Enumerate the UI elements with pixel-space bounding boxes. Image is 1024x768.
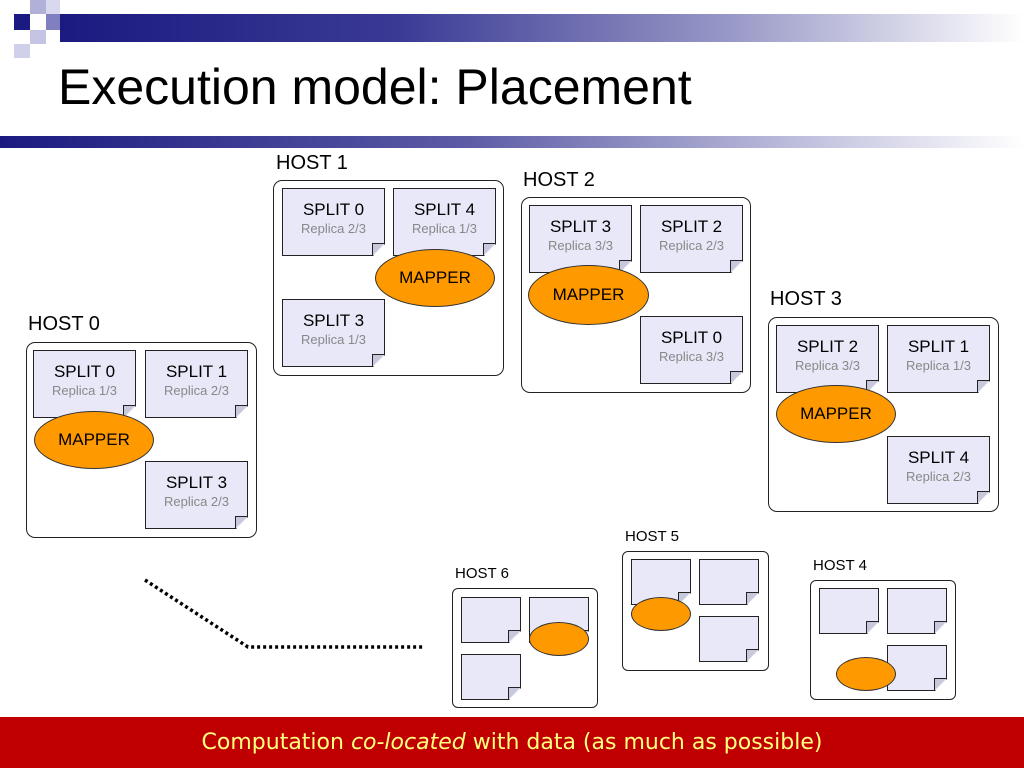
split-replica: Replica 2/3 <box>163 494 230 509</box>
host-6-split-c <box>461 654 521 700</box>
logo-square <box>0 0 14 14</box>
host-5-split-c <box>699 616 759 662</box>
logo-square <box>46 14 60 30</box>
host-1-mapper: MAPPER <box>375 249 495 307</box>
split-replica: Replica 3/3 <box>794 358 861 373</box>
split-name: SPLIT 3 <box>549 217 612 236</box>
footer-suffix: with data (as much as possible) <box>465 730 823 755</box>
split-replica: Replica 2/3 <box>163 383 230 398</box>
host-5-label: HOST 5 <box>625 528 679 545</box>
logo-square <box>14 44 30 58</box>
host-0-mapper: MAPPER <box>34 411 154 469</box>
split-name: SPLIT 4 <box>413 200 476 219</box>
header-gradient-bar <box>60 14 1024 42</box>
slide-title: Execution model: Placement <box>58 59 692 115</box>
host-4-mapper <box>836 657 896 691</box>
logo-square <box>46 0 60 14</box>
host-4-split-b <box>887 588 947 634</box>
host-1-split-b: SPLIT 4 Replica 1/3 <box>393 188 496 256</box>
host-0-split-b: SPLIT 1 Replica 2/3 <box>145 350 248 418</box>
split-replica: Replica 2/3 <box>905 469 972 484</box>
split-replica: Replica 2/3 <box>300 221 367 236</box>
split-name: SPLIT 2 <box>796 337 859 356</box>
split-replica: Replica 1/3 <box>411 221 478 236</box>
host-2-label: HOST 2 <box>523 169 595 191</box>
host-6-mapper <box>529 622 589 656</box>
host-2-mapper: MAPPER <box>528 265 649 325</box>
title-underline <box>0 136 1024 148</box>
host-1-split-c: SPLIT 3 Replica 1/3 <box>282 299 385 367</box>
host-5-mapper <box>631 597 691 631</box>
host-4-split-c <box>887 645 947 691</box>
host-6-label: HOST 6 <box>455 565 509 582</box>
split-name: SPLIT 0 <box>302 200 365 219</box>
logo-square <box>14 14 30 30</box>
split-name: SPLIT 4 <box>907 448 970 467</box>
host-3-mapper: MAPPER <box>776 385 896 443</box>
split-replica: Replica 1/3 <box>300 332 367 347</box>
split-replica: Replica 2/3 <box>658 238 725 253</box>
split-name: SPLIT 1 <box>907 337 970 356</box>
split-name: SPLIT 2 <box>660 217 723 236</box>
split-name: SPLIT 0 <box>53 362 116 381</box>
footer-prefix: Computation <box>201 730 351 755</box>
footer-emphasis: co-located <box>350 730 466 755</box>
split-replica: Replica 1/3 <box>905 358 972 373</box>
host-0-split-a: SPLIT 0 Replica 1/3 <box>33 350 136 418</box>
host-0-split-c: SPLIT 3 Replica 2/3 <box>145 461 248 529</box>
host-4-label: HOST 4 <box>813 557 867 574</box>
split-replica: Replica 1/3 <box>51 383 118 398</box>
logo-square <box>30 30 46 44</box>
host-3-label: HOST 3 <box>770 288 842 310</box>
host-6-split-a <box>461 597 521 643</box>
split-name: SPLIT 0 <box>660 328 723 347</box>
host-2-split-a: SPLIT 3 Replica 3/3 <box>529 205 632 273</box>
split-name: SPLIT 3 <box>165 473 228 492</box>
host-1-label: HOST 1 <box>276 152 348 174</box>
split-name: SPLIT 3 <box>302 311 365 330</box>
host-5-split-b <box>699 559 759 605</box>
footer-banner: Computation co-located with data (as muc… <box>0 717 1024 768</box>
host-3-split-a: SPLIT 2 Replica 3/3 <box>776 325 879 393</box>
host-0-label: HOST 0 <box>28 313 100 335</box>
split-name: SPLIT 1 <box>165 362 228 381</box>
split-replica: Replica 3/3 <box>547 238 614 253</box>
host-3-split-c: SPLIT 4 Replica 2/3 <box>887 436 990 504</box>
host-3-split-b: SPLIT 1 Replica 1/3 <box>887 325 990 393</box>
split-replica: Replica 3/3 <box>658 349 725 364</box>
host-2-split-b: SPLIT 2 Replica 2/3 <box>640 205 743 273</box>
logo-square <box>30 0 46 14</box>
host-1-split-a: SPLIT 0 Replica 2/3 <box>282 188 385 256</box>
